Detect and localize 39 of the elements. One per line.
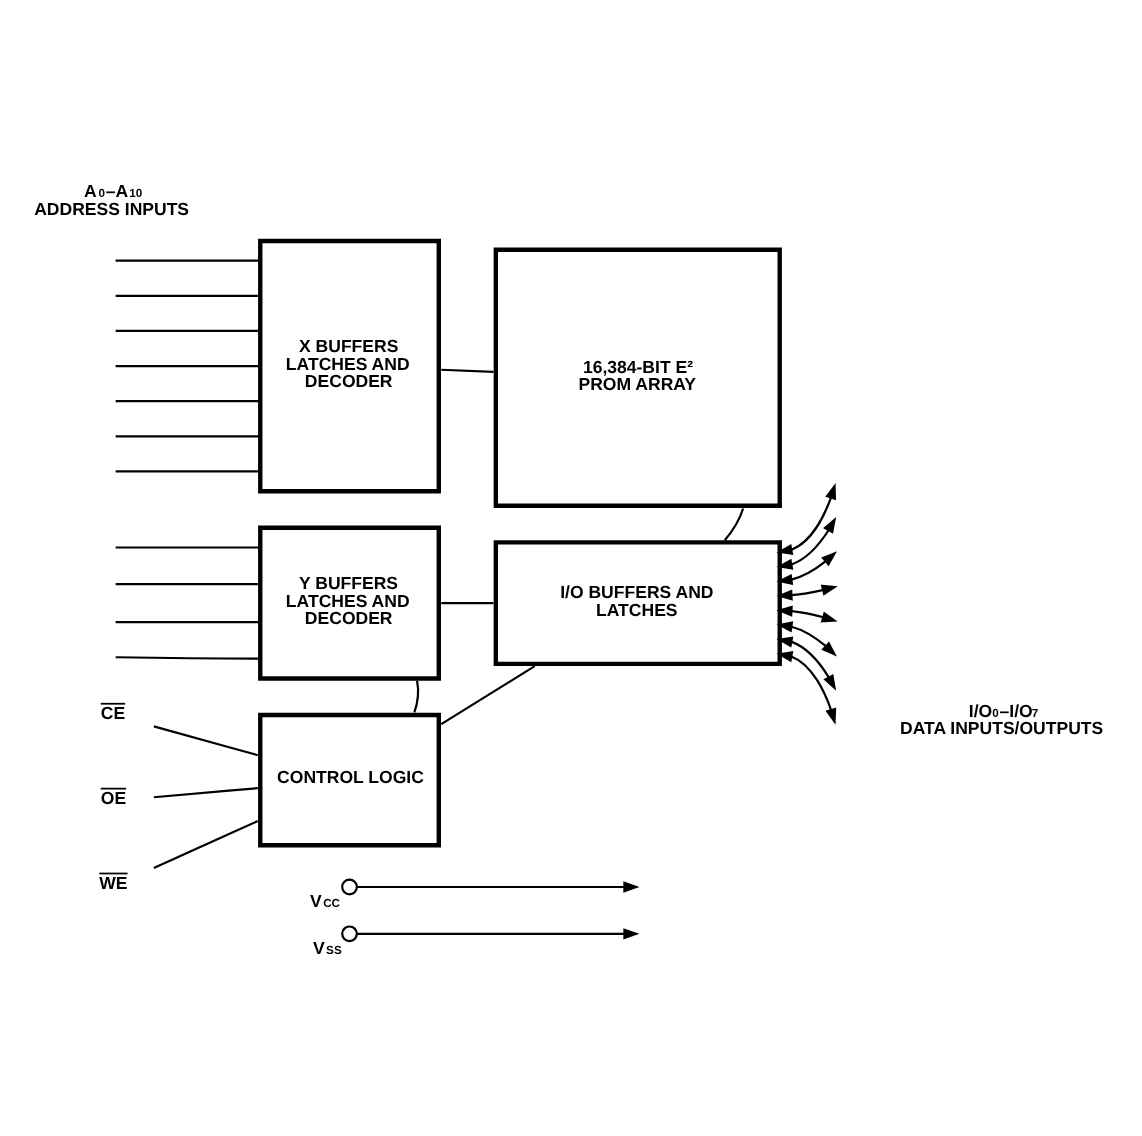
connector	[115, 470, 262, 473]
arrow	[776, 651, 837, 725]
node-box: 16,384-BIT E² PROM ARRAY	[493, 247, 782, 508]
arrow	[776, 551, 837, 586]
connector	[115, 294, 262, 297]
connector	[115, 621, 262, 624]
node-box: CONTROL LOGIC	[258, 712, 441, 848]
connector	[115, 546, 262, 549]
arrow	[776, 483, 837, 556]
connector	[153, 725, 259, 757]
arrow	[776, 605, 838, 623]
node-text: OE	[100, 787, 127, 808]
arrow	[776, 636, 837, 691]
connector	[153, 820, 259, 870]
node-text: WE	[99, 872, 128, 893]
arrow	[776, 516, 837, 570]
node-box: I/O BUFFERS AND LATCHES	[493, 540, 782, 667]
connector	[441, 368, 494, 373]
connector	[115, 435, 262, 438]
connector	[115, 329, 262, 333]
connector	[441, 602, 494, 605]
connector	[115, 400, 262, 403]
node-box: X BUFFERS LATCHES AND DECODER	[258, 238, 441, 494]
arrow	[356, 928, 640, 940]
connector	[115, 656, 262, 660]
node-box: Y BUFFERS LATCHES AND DECODER	[258, 525, 441, 681]
arrow	[356, 881, 640, 893]
arrow	[776, 621, 837, 657]
arrow	[776, 584, 838, 601]
connector	[153, 787, 258, 799]
connector	[413, 680, 420, 713]
connector	[115, 583, 262, 586]
connector	[115, 364, 262, 368]
connector	[115, 259, 262, 262]
connector	[723, 508, 745, 541]
node-circle	[341, 925, 358, 943]
node-text: CE	[100, 702, 126, 723]
node-circle	[341, 878, 358, 896]
connector	[440, 665, 536, 726]
